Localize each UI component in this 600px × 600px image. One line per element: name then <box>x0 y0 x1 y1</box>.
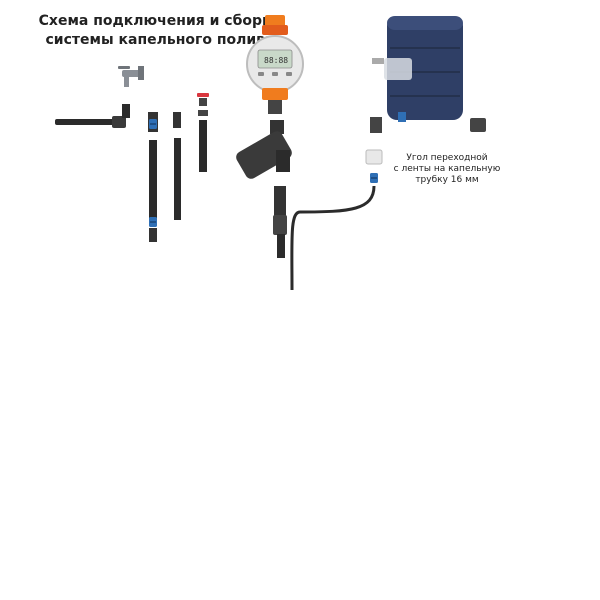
callout-label: Угол переходной с ленты на капельную тру… <box>388 153 506 186</box>
connector-column-1 <box>148 112 158 242</box>
callout-line-2: с ленты на капельную <box>393 164 501 174</box>
svg-text:88:88: 88:88 <box>264 56 288 65</box>
wall-pipe <box>55 104 130 128</box>
tap-icon <box>118 66 144 87</box>
timer-icon: 88:88 <box>246 15 304 114</box>
connector-column-2 <box>173 112 181 220</box>
callout-line-3: трубку 16 мм <box>415 175 479 185</box>
tank-icon <box>372 16 486 132</box>
diagram-title: Схема подключения и сборки системы капел… <box>30 12 290 50</box>
title-line-1: Схема подключения и сборки <box>38 13 282 29</box>
callout-line-1: Угол переходной <box>406 153 488 163</box>
tank-outlet <box>290 117 383 291</box>
filter-icon <box>236 120 292 258</box>
title-line-2: системы капельного полива <box>45 32 275 48</box>
valve-column <box>197 93 209 172</box>
